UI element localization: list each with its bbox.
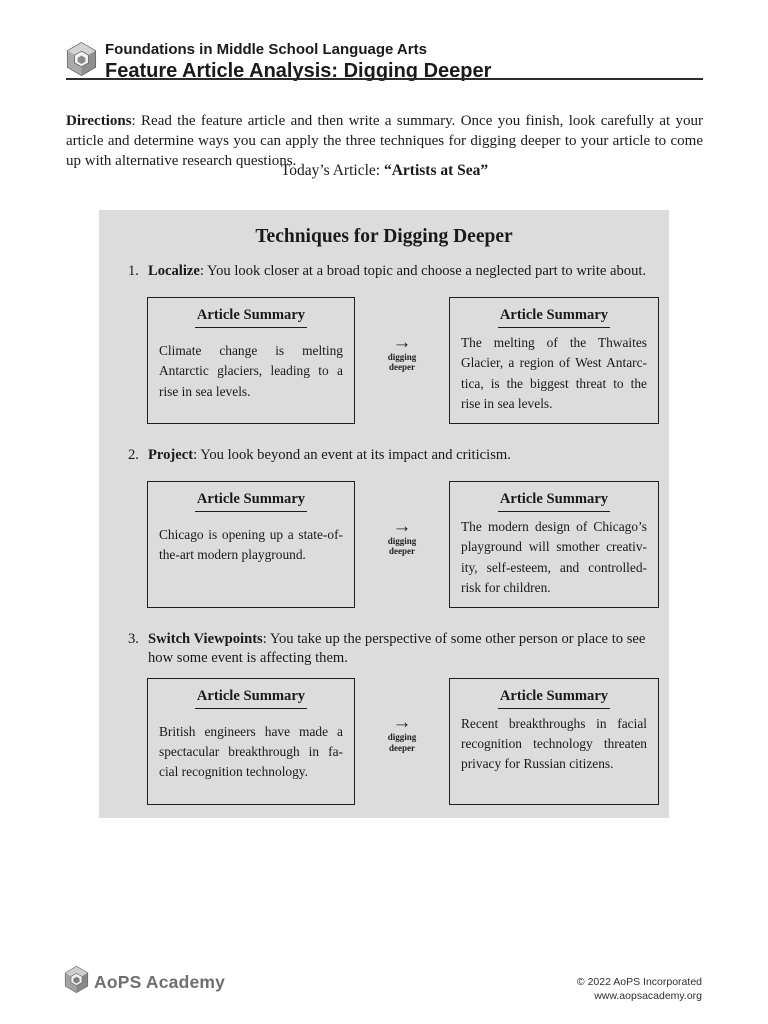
technique-term: Project	[148, 447, 194, 464]
aops-cube-logo-icon-small	[64, 965, 89, 998]
arrow-label-digging: digging	[387, 351, 417, 362]
course-name: Foundations in Middle School Language Ar…	[105, 41, 427, 58]
panel-title: Techniques for Digging Deeper	[255, 226, 513, 247]
technique-description: : You take up the perspective of some ot…	[148, 631, 646, 667]
technique-term: Localize	[148, 263, 200, 280]
technique-number: 3.	[128, 631, 139, 648]
todays-article-line: Today’s Article: “Artists at Sea”	[66, 162, 703, 180]
box-heading: Article Summary	[159, 490, 343, 513]
techniques-panel: Techniques for Digging Deeper 1. Localiz…	[99, 210, 669, 818]
technique-description: : You look closer at a broad topic and c…	[199, 263, 647, 280]
arrow-label-deeper: deeper	[389, 362, 415, 373]
article-summary-box-before: Article Summary British engineers have m…	[147, 678, 355, 806]
technique-text: Project: You look beyond an event at its…	[148, 446, 662, 465]
digging-deeper-arrow: → digging deeper	[355, 465, 449, 608]
technique-heading: 3. Switch Viewpoints: You take up the pe…	[99, 630, 669, 668]
technique-heading: 1. Localize: You look closer at a broad …	[99, 262, 669, 281]
arrow-label-digging: digging	[387, 535, 417, 546]
technique-description: : You look beyond an event at its impact…	[193, 447, 511, 464]
footer-brand-name: AoPS Academy	[94, 971, 226, 992]
digging-deeper-arrow: → digging deeper	[355, 662, 449, 805]
box-heading: Article Summary	[159, 306, 343, 329]
box-heading: Article Summary	[461, 490, 647, 513]
box-heading: Article Summary	[461, 687, 647, 710]
page-title: Feature Article Analysis: Digging Deeper	[105, 59, 492, 82]
footer-brand: AoPS Academy	[64, 965, 226, 998]
technique-heading: 2. Project: You look beyond an event at …	[99, 446, 669, 465]
arrow-label-deeper: deeper	[389, 743, 415, 754]
summary-boxes-row: Article Summary Chicago is opening up a …	[147, 481, 669, 609]
article-summary-box-after: Article Summary Recent breakthroughs in …	[449, 678, 659, 806]
box-heading: Article Summary	[461, 306, 647, 329]
arrow-right-icon: →	[392, 712, 412, 734]
arrow-right-icon: →	[392, 515, 412, 537]
technique-number: 1.	[128, 263, 139, 280]
header-divider	[66, 78, 703, 80]
arrow-label-digging: digging	[387, 732, 417, 743]
aops-cube-logo-icon	[66, 42, 97, 81]
article-summary-box-after: Article Summary The modern design of Chi…	[449, 481, 659, 609]
technique-switch-viewpoints: 3. Switch Viewpoints: You take up the pe…	[99, 630, 669, 806]
footer-legal: © 2022 AoPS Incorporated www.aopsacademy…	[577, 975, 702, 1003]
technique-number: 2.	[128, 447, 139, 464]
technique-project: 2. Project: You look beyond an event at …	[99, 446, 669, 609]
directions-label: Directions	[66, 113, 132, 129]
article-summary-box-before: Article Summary Chicago is opening up a …	[147, 481, 355, 609]
website-line: www.aopsacademy.org	[594, 990, 702, 1003]
box-heading: Article Summary	[159, 687, 343, 710]
technique-term: Switch Viewpoints	[148, 631, 263, 648]
summary-boxes-row: Article Summary Climate change is meltin…	[147, 297, 669, 425]
directions-text: : Read the feature article and then writ…	[66, 113, 703, 169]
technique-text: Localize: You look closer at a broad top…	[148, 262, 662, 281]
header: Foundations in Middle School Language Ar…	[105, 41, 492, 82]
copyright-line: © 2022 AoPS Incorporated	[576, 976, 702, 988]
todays-article-label: Today’s Article:	[280, 162, 384, 179]
directions-paragraph: Directions: Read the feature article and…	[66, 112, 703, 171]
technique-localize: 1. Localize: You look closer at a broad …	[99, 262, 669, 425]
article-summary-box-before: Article Summary Climate change is meltin…	[147, 297, 355, 425]
todays-article-title: “Artists at Sea”	[383, 162, 489, 179]
digging-deeper-arrow: → digging deeper	[355, 281, 449, 424]
arrow-label-deeper: deeper	[389, 546, 415, 557]
article-summary-box-after: Article Summary The melting of the Thwai…	[449, 297, 659, 425]
summary-boxes-row: Article Summary British engineers have m…	[147, 678, 669, 806]
arrow-right-icon: →	[392, 331, 412, 353]
technique-text: Switch Viewpoints: You take up the persp…	[148, 630, 662, 668]
summary-text-before: Chicago is opening up a state-of-the-art…	[159, 527, 343, 563]
